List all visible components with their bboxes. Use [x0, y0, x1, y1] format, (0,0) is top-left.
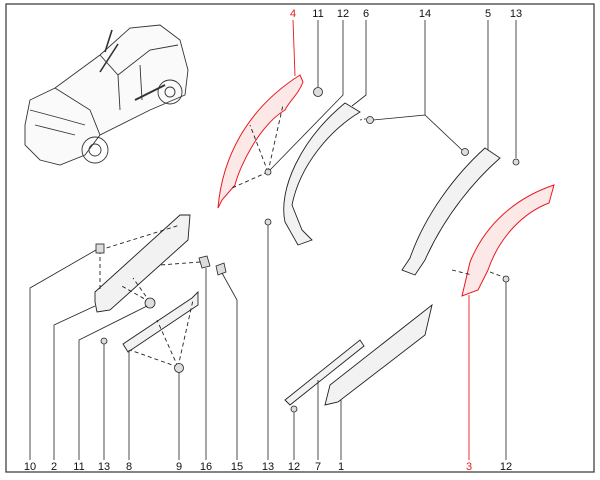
callout-13: 13 [262, 461, 274, 473]
nut-9 [174, 363, 184, 373]
callout-10: 10 [24, 461, 36, 473]
car-illustration [24, 24, 189, 166]
screw-12-right [502, 275, 510, 283]
seal-15 [215, 262, 227, 276]
part-6-arch-bracket [283, 102, 361, 246]
part-2-moulding [94, 214, 191, 313]
callout-8: 8 [126, 461, 132, 473]
callout-3: 3 [466, 461, 472, 473]
screw-13-top [512, 158, 520, 166]
callout-4: 4 [290, 8, 296, 20]
callout-11: 11 [73, 461, 84, 473]
part-4-front-arch-trim [217, 74, 304, 209]
leader-lines [29, 19, 517, 460]
callout-13: 13 [98, 461, 110, 473]
part-7-bracket [284, 339, 365, 406]
callout-16: 16 [200, 461, 212, 473]
nut-11-left [144, 297, 156, 309]
callout-1: 1 [338, 461, 344, 473]
callout-7: 7 [315, 461, 321, 473]
callout-12: 12 [500, 461, 512, 473]
part-8-bracket [122, 290, 199, 353]
callout-9: 9 [176, 461, 182, 473]
callout-12: 12 [288, 461, 300, 473]
callout-15: 15 [231, 461, 243, 473]
clip-10 [95, 243, 105, 254]
part-5-arch-bracket [401, 147, 501, 276]
callout-14: 14 [419, 8, 431, 20]
callout-6: 6 [363, 8, 369, 20]
callout-5: 5 [485, 8, 491, 20]
screw-13-mid [264, 218, 272, 226]
clip-14-b [461, 148, 469, 156]
callout-2: 2 [51, 461, 57, 473]
clip-14-a [366, 116, 374, 124]
callout-11: 11 [312, 8, 323, 20]
part-1-sill-moulding [324, 303, 433, 406]
callout-13: 13 [510, 8, 522, 20]
callout-12: 12 [337, 8, 349, 20]
nut-11-top [313, 87, 323, 97]
clip-12-top [264, 168, 272, 176]
clip-16 [198, 255, 211, 269]
part-3-rear-arch-trim [461, 184, 555, 297]
screw-13-left [100, 337, 108, 345]
screw-12-bottom [290, 405, 298, 413]
